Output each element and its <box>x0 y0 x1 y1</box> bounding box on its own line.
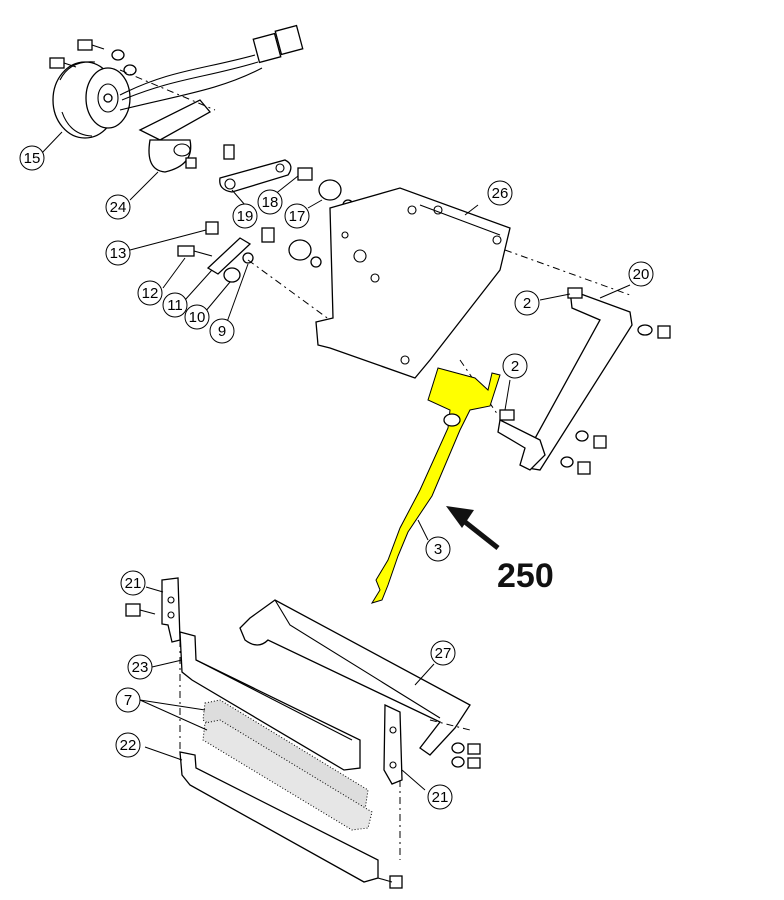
svg-text:22: 22 <box>120 737 137 754</box>
callout-27: 27 <box>430 640 456 666</box>
bracket-21-bottom <box>383 703 403 785</box>
svg-text:13: 13 <box>110 245 127 262</box>
callout-13: 13 <box>105 240 131 266</box>
motor-bracket <box>138 99 235 173</box>
svg-text:10: 10 <box>189 309 206 326</box>
callout-10: 10 <box>184 304 210 330</box>
arrow-250: 250 <box>446 506 554 595</box>
bar-22 <box>179 751 403 889</box>
callout-11: 11 <box>162 292 188 318</box>
callout-15: 15 <box>19 145 45 171</box>
callout-2-upper: 2 <box>514 290 540 316</box>
callout-20: 20 <box>628 261 654 287</box>
svg-text:9: 9 <box>218 323 226 340</box>
svg-text:3: 3 <box>434 541 442 558</box>
lever-and-bushings <box>177 159 354 283</box>
svg-text:2: 2 <box>523 295 531 312</box>
base-plate <box>315 187 511 379</box>
callout-24: 24 <box>105 194 131 220</box>
svg-text:2: 2 <box>511 358 519 375</box>
callout-22: 22 <box>115 732 141 758</box>
svg-text:19: 19 <box>237 208 254 225</box>
part-highlight-label: 250 <box>497 557 554 595</box>
svg-text:21: 21 <box>125 575 142 592</box>
callout-17: 17 <box>284 203 310 229</box>
svg-text:7: 7 <box>124 692 132 709</box>
callout-3: 3 <box>425 536 451 562</box>
svg-text:24: 24 <box>110 199 127 216</box>
callout-26: 26 <box>487 180 513 206</box>
callout-12: 12 <box>137 280 163 306</box>
highlight-shape <box>370 367 501 604</box>
svg-text:21: 21 <box>432 789 449 806</box>
svg-text:27: 27 <box>435 645 452 662</box>
svg-text:18: 18 <box>262 194 279 211</box>
bracket-21-top <box>125 577 181 643</box>
svg-text:15: 15 <box>24 150 41 167</box>
highlighted-part-3 <box>370 367 501 604</box>
svg-text:26: 26 <box>492 185 509 202</box>
callout-19: 19 <box>232 203 258 229</box>
motor-assembly <box>49 24 304 139</box>
pads-7 <box>202 699 373 831</box>
callout-23: 23 <box>127 654 153 680</box>
callout-9: 9 <box>209 318 235 344</box>
callout-18: 18 <box>257 189 283 215</box>
callout-7: 7 <box>115 687 141 713</box>
cover-27 <box>239 599 481 769</box>
bar-23 <box>179 631 361 771</box>
svg-text:12: 12 <box>142 285 159 302</box>
callout-2-lower: 2 <box>502 353 528 379</box>
svg-text:23: 23 <box>132 659 149 676</box>
leader-lines <box>39 131 631 791</box>
svg-text:11: 11 <box>167 297 183 314</box>
svg-text:17: 17 <box>289 208 306 225</box>
callout-21-bottom: 21 <box>427 784 453 810</box>
side-frame <box>497 287 671 475</box>
callout-21-top: 21 <box>120 570 146 596</box>
svg-text:20: 20 <box>633 266 650 283</box>
